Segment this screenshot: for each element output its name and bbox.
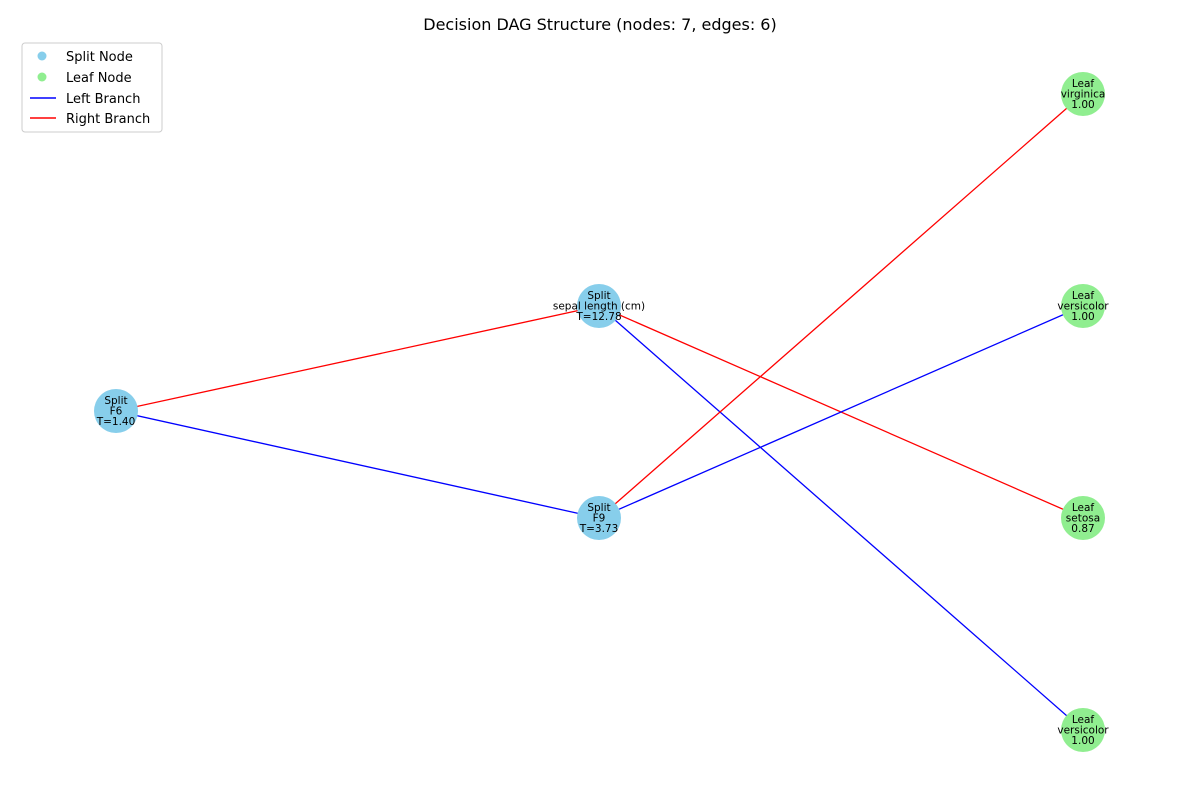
- legend-leaf-node-marker: [37, 72, 47, 82]
- split-node-circle: [577, 496, 621, 540]
- leaf-node-label-line: 0.87: [1071, 523, 1094, 535]
- split-node-circle: [94, 389, 138, 433]
- legend-split-node-marker: [37, 51, 47, 61]
- split-node-label-line: T=3.73: [579, 523, 619, 535]
- split-node-label-line: Split: [587, 290, 610, 302]
- leaf-node-circle: [1061, 72, 1105, 116]
- edge-right-branch: [598, 93, 1084, 519]
- leaf-node-label-line: Leaf: [1072, 714, 1095, 726]
- legend-box: [21, 42, 163, 133]
- legend-right-branch-label: Right Branch: [66, 112, 150, 127]
- edges-layer: [115, 93, 1084, 731]
- legend-leaf-node-label: Leaf Node: [66, 71, 132, 86]
- split-node-label-line: sepal length (cm): [553, 301, 645, 313]
- split-node-label-line: T=12.78: [575, 311, 621, 323]
- leaf-node-label-line: 1.00: [1071, 311, 1094, 323]
- leaf-node-label-line: Leaf: [1072, 78, 1095, 90]
- leaf-node-circle: [1061, 708, 1105, 752]
- split-node-label-line: Split: [104, 395, 127, 407]
- leaf-node-label-line: virginica: [1061, 89, 1106, 101]
- chart-title: Decision DAG Structure (nodes: 7, edges:…: [423, 15, 776, 34]
- split-node-label-line: F9: [593, 513, 606, 525]
- legend-split-node-label: Split Node: [66, 50, 133, 65]
- split-node-label-line: F6: [110, 406, 123, 418]
- leaf-node-label-line: Leaf: [1072, 290, 1095, 302]
- leaf-node-label-line: Leaf: [1072, 502, 1095, 514]
- legend-left-branch-label: Left Branch: [66, 92, 140, 107]
- leaf-node-label-line: 1.00: [1071, 735, 1094, 747]
- edge-left-branch: [598, 305, 1084, 519]
- split-node-circle: [577, 284, 621, 328]
- edge-left-branch: [598, 305, 1084, 731]
- edge-right-branch: [115, 305, 600, 412]
- leaf-node-label-line: setosa: [1066, 513, 1100, 525]
- leaf-node-label-line: 1.00: [1071, 99, 1094, 111]
- split-node-label-line: Split: [587, 502, 610, 514]
- edge-left-branch: [115, 410, 600, 519]
- split-node-label-line: T=1.40: [96, 416, 136, 428]
- leaf-node-label-line: versicolor: [1057, 725, 1109, 737]
- legend: Split Node Leaf Node Left Branch Right B…: [21, 42, 163, 133]
- leaf-node-circle: [1061, 284, 1105, 328]
- leaf-node-label-line: versicolor: [1057, 301, 1109, 313]
- leaf-node-circle: [1061, 496, 1105, 540]
